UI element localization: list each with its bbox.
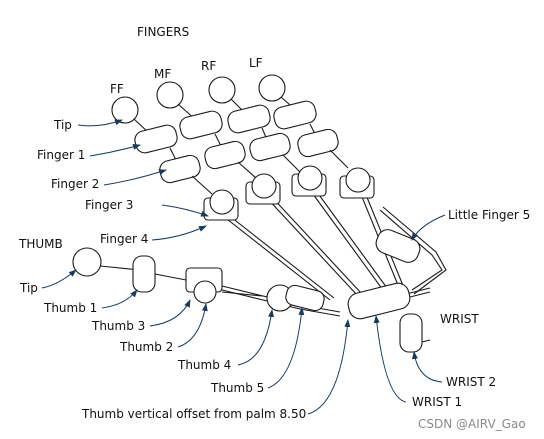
- fingers-title: FINGERS: [137, 25, 189, 39]
- ff-tip: [111, 96, 139, 124]
- wrist-parts: [347, 282, 423, 353]
- label-finger1: Finger 1: [37, 148, 85, 162]
- label-thumb-tip: Tip: [19, 281, 38, 295]
- watermark: CSDN @AIRV_Gao: [418, 417, 526, 431]
- label-finger2: Finger 2: [51, 177, 99, 191]
- label-thumb3: Thumb 3: [91, 319, 145, 333]
- thumb-tip: [72, 247, 102, 277]
- label-wrist1: WRIST 1: [412, 395, 462, 409]
- lf-tip: [258, 74, 286, 102]
- label-lf: LF: [249, 56, 263, 70]
- little-finger5-joint: [375, 229, 421, 263]
- label-finger-tip: Tip: [53, 118, 72, 132]
- label-thumb2: Thumb 2: [119, 340, 173, 354]
- finger-tips: [111, 74, 299, 135]
- label-little-finger5: Little Finger 5: [448, 208, 530, 222]
- label-finger4: Finger 4: [100, 232, 148, 246]
- wrist1-joint: [347, 282, 411, 320]
- knuckle-joints: [191, 149, 375, 221]
- finger1-row: [134, 100, 317, 154]
- label-mf: MF: [154, 67, 171, 81]
- thumb-chain: [72, 247, 325, 312]
- label-thumb4: Thumb 4: [177, 358, 231, 372]
- label-thumb: THUMB: [18, 237, 63, 251]
- thumb5-joint: [285, 284, 325, 312]
- mf-tip: [156, 81, 184, 109]
- leader-lines: [41, 119, 446, 415]
- label-rf: RF: [201, 59, 216, 73]
- rf-tip: [208, 76, 236, 104]
- label-thumb-offset: Thumb vertical offset from palm 8.50: [81, 407, 306, 421]
- label-finger3: Finger 3: [85, 198, 133, 212]
- label-wrist2: WRIST 2: [446, 375, 496, 389]
- finger2-row: [159, 123, 339, 184]
- label-wrist: WRIST: [440, 312, 479, 326]
- label-ff: FF: [110, 82, 124, 96]
- label-thumb5: Thumb 5: [210, 381, 264, 395]
- thumb1-joint: [132, 255, 156, 293]
- thumb2-joint: [193, 280, 217, 304]
- wrist2-joint: [399, 313, 423, 353]
- label-thumb1: Thumb 1: [43, 301, 97, 315]
